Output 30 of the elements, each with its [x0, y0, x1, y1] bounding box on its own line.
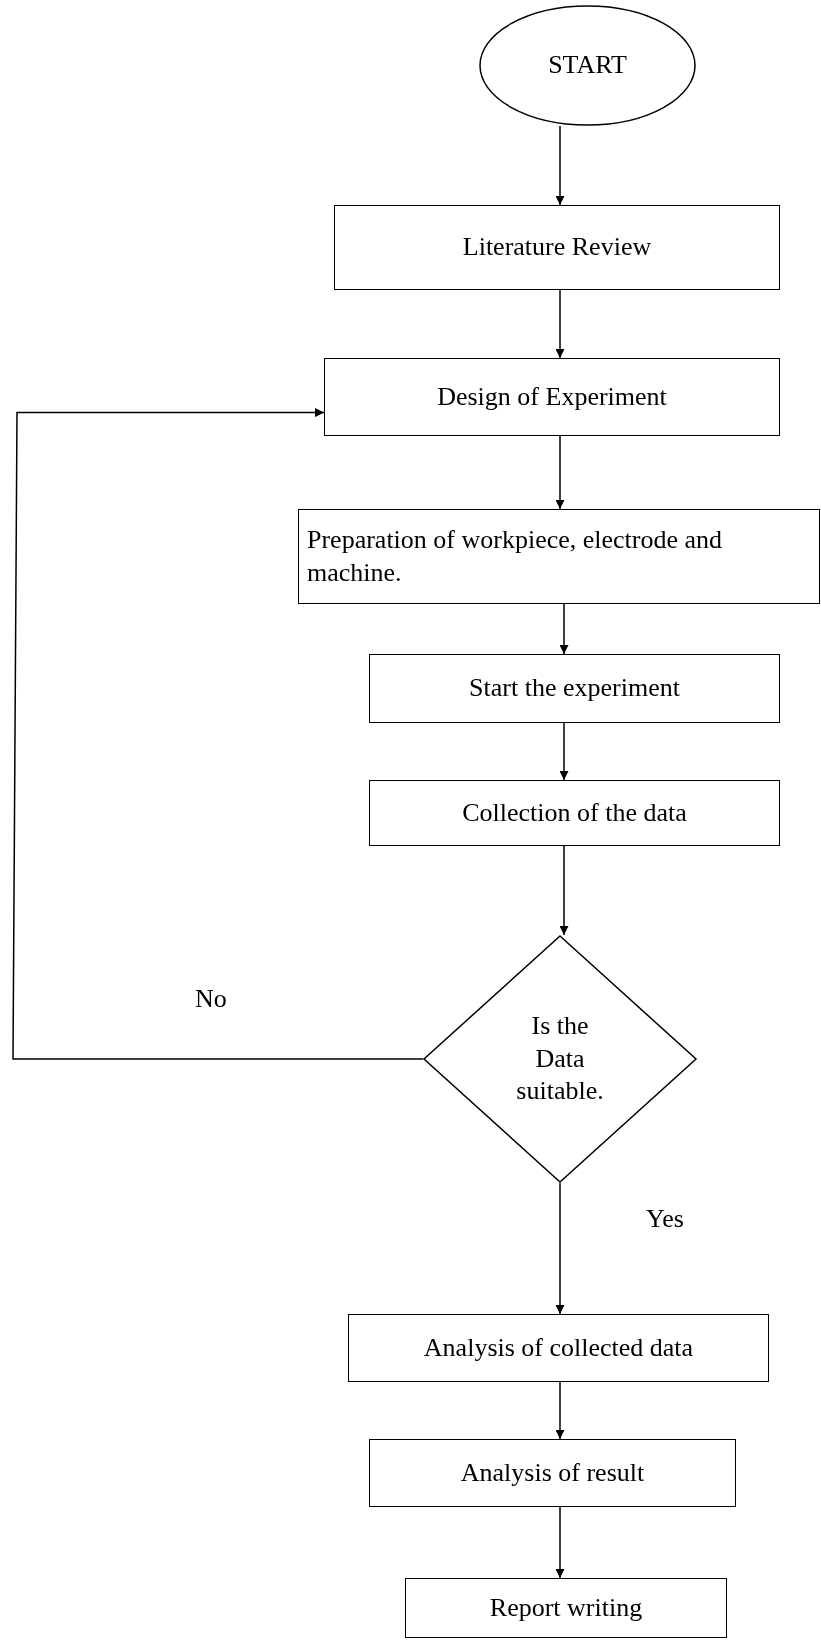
- arrow: [555, 125, 565, 206]
- process-box: [369, 780, 780, 846]
- process-box: [405, 1578, 727, 1638]
- process-box: [324, 358, 780, 436]
- arrow: [555, 1381, 565, 1440]
- terminal-ellipse: [479, 5, 696, 126]
- process-box: [334, 205, 780, 290]
- decision-diamond: [423, 935, 697, 1183]
- node-label: Analysis of collected data: [423, 1331, 694, 1364]
- arrow: [12, 408, 424, 1060]
- node-label: Start the experiment: [469, 672, 680, 705]
- arrow: [559, 845, 569, 936]
- process-box: [298, 509, 820, 604]
- node-label: Analysis of result: [460, 1456, 645, 1489]
- process-box: [348, 1314, 769, 1382]
- arrow: [559, 722, 569, 781]
- arrow: [555, 289, 565, 359]
- node-label: Literature Review: [462, 231, 652, 264]
- node-label: Is the Data suitable.: [515, 1010, 605, 1108]
- node-label: Design of Experiment: [437, 380, 667, 413]
- process-box: [369, 1439, 736, 1507]
- arrow: [559, 603, 569, 655]
- arrow: [555, 435, 565, 510]
- node-label: Collection of the data: [462, 796, 687, 829]
- arrow: [555, 1182, 565, 1315]
- node-label: START: [548, 49, 627, 82]
- arrow: [555, 1506, 565, 1579]
- process-box: [369, 654, 780, 723]
- node-label: Preparation of workpiece, electrode and machine.: [307, 524, 724, 589]
- node-label: Report writing: [489, 1591, 643, 1624]
